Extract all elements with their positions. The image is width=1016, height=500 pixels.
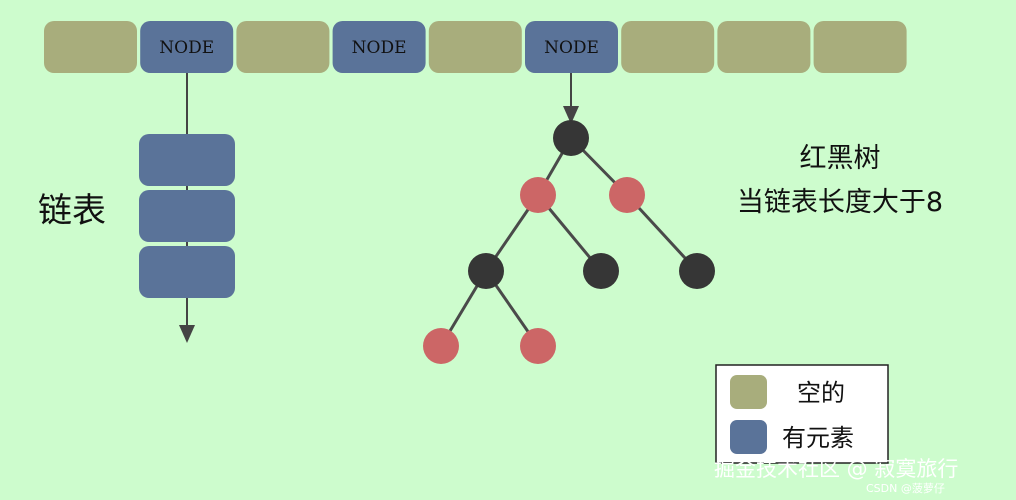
legend: 空的 有元素: [715, 364, 889, 464]
bucket-occupied: [140, 21, 234, 73]
linked-list-label: 链表: [38, 191, 106, 231]
linked-list: 链表: [38, 73, 235, 343]
bucket-empty: [428, 21, 522, 73]
red-black-tree: 红黑树 当链表长度大于8: [423, 73, 943, 364]
legend-swatch-occupied: [730, 420, 767, 454]
bucket-cell: NODE: [140, 21, 234, 73]
bucket-array: NODE NODE NODE: [44, 21, 907, 73]
bucket-node-label: NODE: [352, 38, 407, 58]
bucket-occupied: [525, 21, 618, 73]
bucket-empty: [621, 21, 715, 73]
tree-node-black: [583, 253, 619, 289]
bucket-cell: [428, 21, 522, 73]
watermark: 掘金技术社区 @ 寂寞旅行: [714, 457, 958, 481]
bucket-cell: NODE: [332, 21, 426, 73]
tree-node-red: [520, 177, 556, 213]
bucket-cell: [717, 21, 811, 73]
bucket-cell: [236, 21, 330, 73]
legend-label-occupied: 有元素: [782, 424, 854, 452]
bucket-cell: [813, 21, 907, 73]
bucket-empty: [44, 21, 137, 73]
legend-swatch-empty: [730, 375, 767, 409]
tree-node-black: [553, 120, 589, 156]
tree-node-red: [423, 328, 459, 364]
tree-node-red: [609, 177, 645, 213]
rb-tree-title: 红黑树: [800, 143, 881, 174]
legend-label-empty: 空的: [797, 379, 845, 407]
bucket-empty: [236, 21, 330, 73]
watermark-small: CSDN @菠萝仔: [866, 482, 945, 495]
bucket-occupied: [332, 21, 426, 73]
bucket-cell: [44, 21, 137, 73]
tree-node-red: [520, 328, 556, 364]
rb-tree-condition: 当链表长度大于8: [737, 187, 943, 218]
bucket-node-label: NODE: [159, 38, 214, 58]
tree-node-black: [468, 253, 504, 289]
linked-list-node: [139, 134, 235, 186]
bucket-empty: [717, 21, 811, 73]
bucket-cell: NODE: [525, 21, 618, 73]
bucket-empty: [813, 21, 907, 73]
bucket-cell: [621, 21, 715, 73]
tree-node-black: [679, 253, 715, 289]
linked-list-node: [139, 246, 235, 298]
linked-list-node: [139, 190, 235, 242]
bucket-node-label: NODE: [544, 38, 599, 58]
